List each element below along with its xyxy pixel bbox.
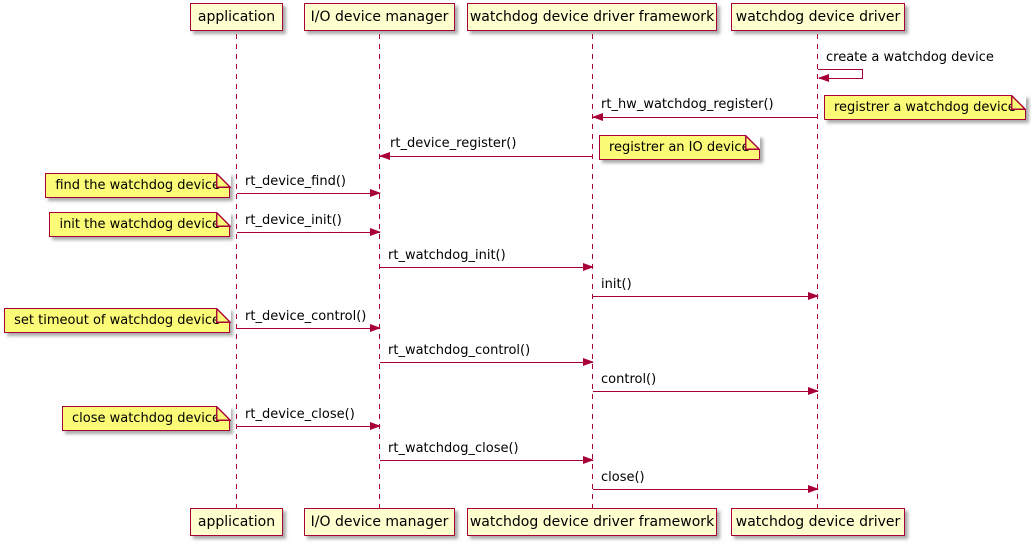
self-message-line-top <box>818 69 863 70</box>
note-text: registrer a watchdog device <box>834 99 1016 115</box>
message-arrow-rt-device-init <box>237 228 381 236</box>
message-arrow-rt-watchdog-close <box>380 456 594 464</box>
message-arrow-rt-device-close <box>237 422 381 430</box>
message-label-close: close() <box>601 470 645 485</box>
note-fold-icon <box>215 405 231 421</box>
message-label-rt-watchdog-init: rt_watchdog_init() <box>388 248 506 263</box>
message-label-rt-device-register: rt_device_register() <box>390 136 517 151</box>
message-arrow-rt-hw-watchdog-register <box>592 113 818 121</box>
message-label-rt-watchdog-close: rt_watchdog_close() <box>388 441 519 456</box>
message-arrow-rt-device-control <box>237 324 381 332</box>
note-text: registrer an IO device <box>609 139 750 155</box>
participant-label: watchdog device driver framework <box>469 9 715 25</box>
message-label-init: init() <box>601 277 632 292</box>
participant-io-device-manager-bottom: I/O device manager <box>304 508 455 536</box>
note-register-watchdog-device: registrer a watchdog device <box>824 94 1027 120</box>
lifeline-watchdog-framework <box>592 34 593 508</box>
participant-label: I/O device manager <box>310 514 449 530</box>
message-label-rt-device-find: rt_device_find() <box>245 174 346 189</box>
note-text: set timeout of watchdog device <box>14 312 220 328</box>
message-label-rt-watchdog-control: rt_watchdog_control() <box>388 343 531 358</box>
message-arrow-rt-device-register <box>379 152 593 160</box>
participant-label: I/O device manager <box>310 9 449 25</box>
participant-label: application <box>197 9 276 25</box>
self-message-arrow <box>818 74 863 82</box>
note-close-watchdog-device: close watchdog device <box>62 405 231 431</box>
message-arrow-control <box>593 387 819 395</box>
message-arrow-rt-device-find <box>237 189 381 197</box>
lifeline-application <box>236 34 237 508</box>
participant-label: watchdog device driver <box>735 514 901 530</box>
note-fold-icon <box>215 172 231 188</box>
message-arrow-close <box>593 485 819 493</box>
note-register-io-device: registrer an IO device <box>599 134 761 160</box>
message-label-control: control() <box>601 372 657 387</box>
note-text: init the watchdog device <box>59 216 220 232</box>
participant-application-top: application <box>190 3 283 31</box>
participant-watchdog-framework-top: watchdog device driver framework <box>467 3 717 31</box>
participant-label: application <box>197 514 276 530</box>
message-arrow-init <box>593 292 819 300</box>
message-label-rt-device-init: rt_device_init() <box>245 213 342 228</box>
message-label-rt-device-control: rt_device_control() <box>245 309 367 324</box>
note-fold-icon <box>215 211 231 227</box>
participant-watchdog-driver-bottom: watchdog device driver <box>731 508 905 536</box>
participant-application-bottom: application <box>190 508 283 536</box>
participant-label: watchdog device driver <box>735 9 901 25</box>
self-message-line-side <box>862 69 863 79</box>
message-arrow-rt-watchdog-control <box>380 358 594 366</box>
note-fold-icon <box>1011 94 1027 110</box>
message-arrow-rt-watchdog-init <box>380 263 594 271</box>
participant-label: watchdog device driver framework <box>469 514 715 530</box>
note-fold-icon <box>215 307 231 323</box>
message-label-rt-device-close: rt_device_close() <box>245 407 355 422</box>
note-fold-icon <box>745 134 761 150</box>
note-init-watchdog-device: init the watchdog device <box>49 211 231 237</box>
participant-watchdog-framework-bottom: watchdog device driver framework <box>467 508 717 536</box>
message-label-rt-hw-watchdog-register: rt_hw_watchdog_register() <box>601 97 774 112</box>
note-find-watchdog-device: find the watchdog device <box>45 172 231 198</box>
lifeline-io-device-manager <box>379 34 380 508</box>
participant-watchdog-driver-top: watchdog device driver <box>731 3 905 31</box>
lifeline-watchdog-driver <box>817 34 818 508</box>
note-set-timeout: set timeout of watchdog device <box>4 307 231 333</box>
participant-io-device-manager-top: I/O device manager <box>304 3 455 31</box>
message-label-create-watchdog-device: create a watchdog device <box>826 50 994 65</box>
note-text: find the watchdog device <box>55 177 220 193</box>
note-text: close watchdog device <box>72 410 220 426</box>
